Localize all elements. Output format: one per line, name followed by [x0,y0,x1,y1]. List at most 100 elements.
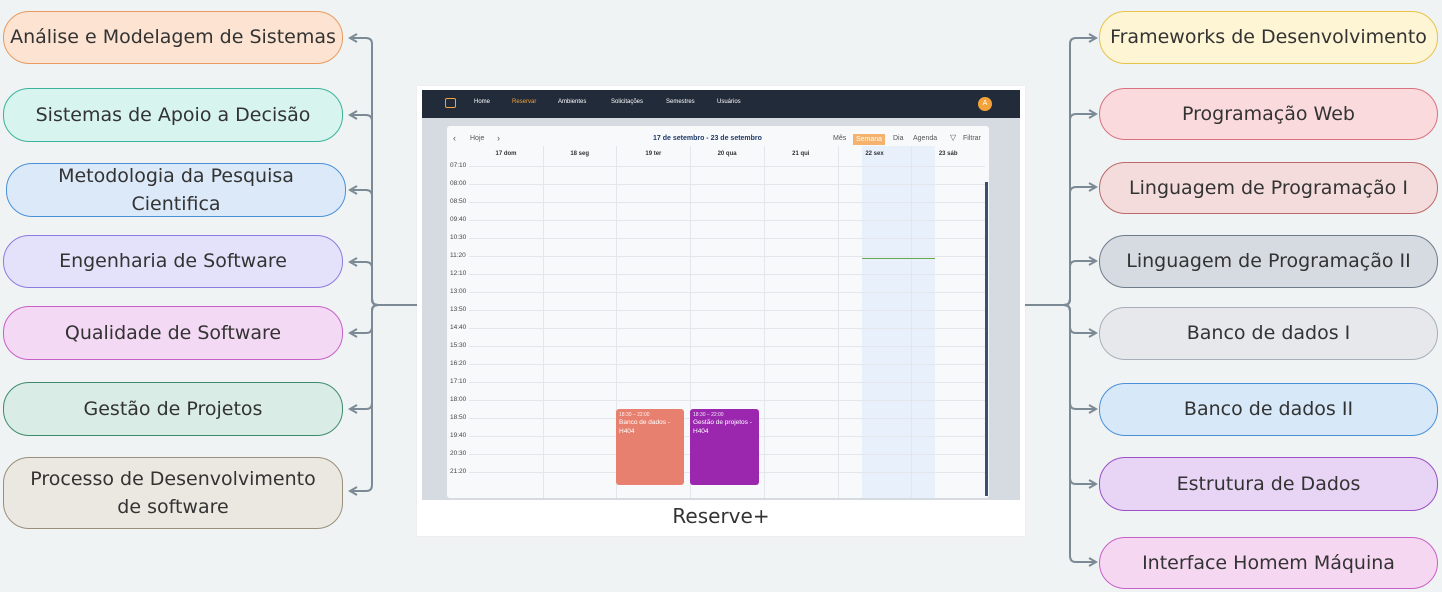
topic-node-linguagem-programacao-1[interactable]: Linguagem de Programação I [1099,162,1438,214]
time-label: 18:00 [450,396,467,403]
time-label: 18:50 [450,414,467,421]
time-label: 08:00 [450,180,467,187]
day-divider [690,146,692,498]
connector-path [352,189,379,306]
scrollbar[interactable] [985,182,988,496]
topic-node-banco-dados-2[interactable]: Banco de dados II [1099,383,1438,436]
view-agenda[interactable]: Agenda [913,135,938,142]
topic-node-estrutura-dados[interactable]: Estrutura de Dados [1099,457,1438,511]
topic-node-analise-modelagem[interactable]: Análise e Modelagem de Sistemas [3,11,343,64]
view-month[interactable]: Mês [833,135,847,142]
connector-path [352,114,379,306]
time-label: 14:40 [450,324,467,331]
hour-line [469,256,985,257]
connector-path [347,486,358,496]
date-range-label: 17 de setembro - 23 de setembro [653,135,762,142]
day-header: 20 qua [717,151,737,157]
view-week[interactable]: Semana [853,134,886,145]
day-divider [837,146,839,498]
connector-path [1063,186,1094,306]
connector-path [1088,479,1099,489]
time-label: 15:30 [450,342,467,349]
today-column [862,146,935,498]
topic-node-gestao-projetos[interactable]: Gestão de Projetos [3,382,343,436]
day-header: 17 dom [495,151,517,157]
connector-path [1088,182,1099,192]
avatar[interactable]: A [978,97,992,111]
day-divider [911,146,913,498]
connector-path [347,110,358,120]
day-header: 18 seg [570,151,590,157]
connector-path [1088,404,1099,414]
connector-path [352,304,379,410]
app-navbar: Home Reservar Ambientes Solicitações Sem… [422,90,1020,118]
topic-node-banco-dados-1[interactable]: Banco de dados I [1099,307,1438,360]
hour-line [469,238,985,239]
calendar-icon [445,98,456,108]
day-divider [763,146,765,498]
nav-reservar[interactable]: Reservar [512,99,537,105]
filter-icon[interactable]: ▽ [950,133,957,142]
day-divider [616,146,618,498]
connector-path [1088,33,1099,43]
topic-node-programacao-web[interactable]: Programação Web [1099,88,1438,140]
event-time: 18:30 – 22:00 [693,412,724,418]
nav-ambientes[interactable]: Ambientes [558,99,587,105]
time-label: 13:50 [450,306,467,313]
hour-line [469,166,985,167]
hour-line [469,310,985,311]
current-time-line [862,258,935,259]
time-label: 11:20 [450,252,466,259]
time-label: 17:10 [450,378,467,385]
connector-path [347,328,358,338]
topic-node-frameworks[interactable]: Frameworks de Desenvolvimento [1099,11,1438,64]
topic-node-sistemas-apoio-decisao[interactable]: Sistemas de Apoio a Decisão [3,88,343,142]
connector-path [347,257,358,267]
topic-node-metodologia-pesquisa[interactable]: Metodologia da Pesquisa Cientifica [6,163,346,217]
topic-node-engenharia-software[interactable]: Engenharia de Software [3,235,343,288]
today-button[interactable]: Hoje [470,135,485,142]
nav-usuarios[interactable]: Usuários [717,99,741,105]
view-day[interactable]: Dia [893,135,904,142]
time-label: 13:00 [450,288,467,295]
connector-path [352,261,379,306]
filter-button[interactable]: Filtrar [963,135,981,142]
nav-solicitacoes[interactable]: Solicitações [611,99,644,105]
topic-node-qualidade-software[interactable]: Qualidade de Software [3,306,343,360]
hour-line [469,346,985,347]
hour-line [469,184,985,185]
topic-node-processo-desenvolvimento[interactable]: Processo de Desenvolvimento de software [3,457,343,529]
hour-line [469,400,985,401]
hour-line [469,328,985,329]
nav-semestres[interactable]: Semestres [666,99,695,105]
topic-node-linguagem-programacao-2[interactable]: Linguagem de Programação II [1099,235,1438,288]
topic-node-interface-homem-maquina[interactable]: Interface Homem Máquina [1099,537,1438,589]
nav-home[interactable]: Home [474,99,491,105]
day-divider [542,146,544,498]
day-header: 22 sex [865,151,884,157]
connector-path [1063,304,1094,410]
event-title: Gestão de projetos - H404 [693,418,752,435]
connector-path [1088,557,1099,567]
time-label: 12:10 [450,270,467,277]
connector-path [347,185,358,195]
connector-path [347,404,358,414]
connector-path [1063,304,1094,485]
time-label: 21:20 [450,468,467,475]
connector-path [1063,304,1094,563]
time-label: 16:20 [450,360,467,367]
hour-line [469,274,985,275]
time-label: 08:50 [450,198,467,205]
connector-path [1088,328,1099,338]
chevron-right-icon[interactable]: › [497,133,500,143]
day-header: 23 sáb [938,151,958,157]
day-header: 19 ter [645,151,662,157]
event-gestao-de-projetos[interactable]: 18:30 – 22:00 Gestão de projetos - H404 [690,409,759,485]
hour-line [469,292,985,293]
time-label: 07:10 [450,162,467,169]
event-banco-de-dados[interactable]: 18:30 – 22:00 Banco de dados - H404 [616,409,684,485]
chevron-left-icon[interactable]: ‹ [453,133,456,143]
connector-path [1063,113,1094,306]
central-topic[interactable]: Home Reservar Ambientes Solicitações Sem… [417,86,1025,536]
